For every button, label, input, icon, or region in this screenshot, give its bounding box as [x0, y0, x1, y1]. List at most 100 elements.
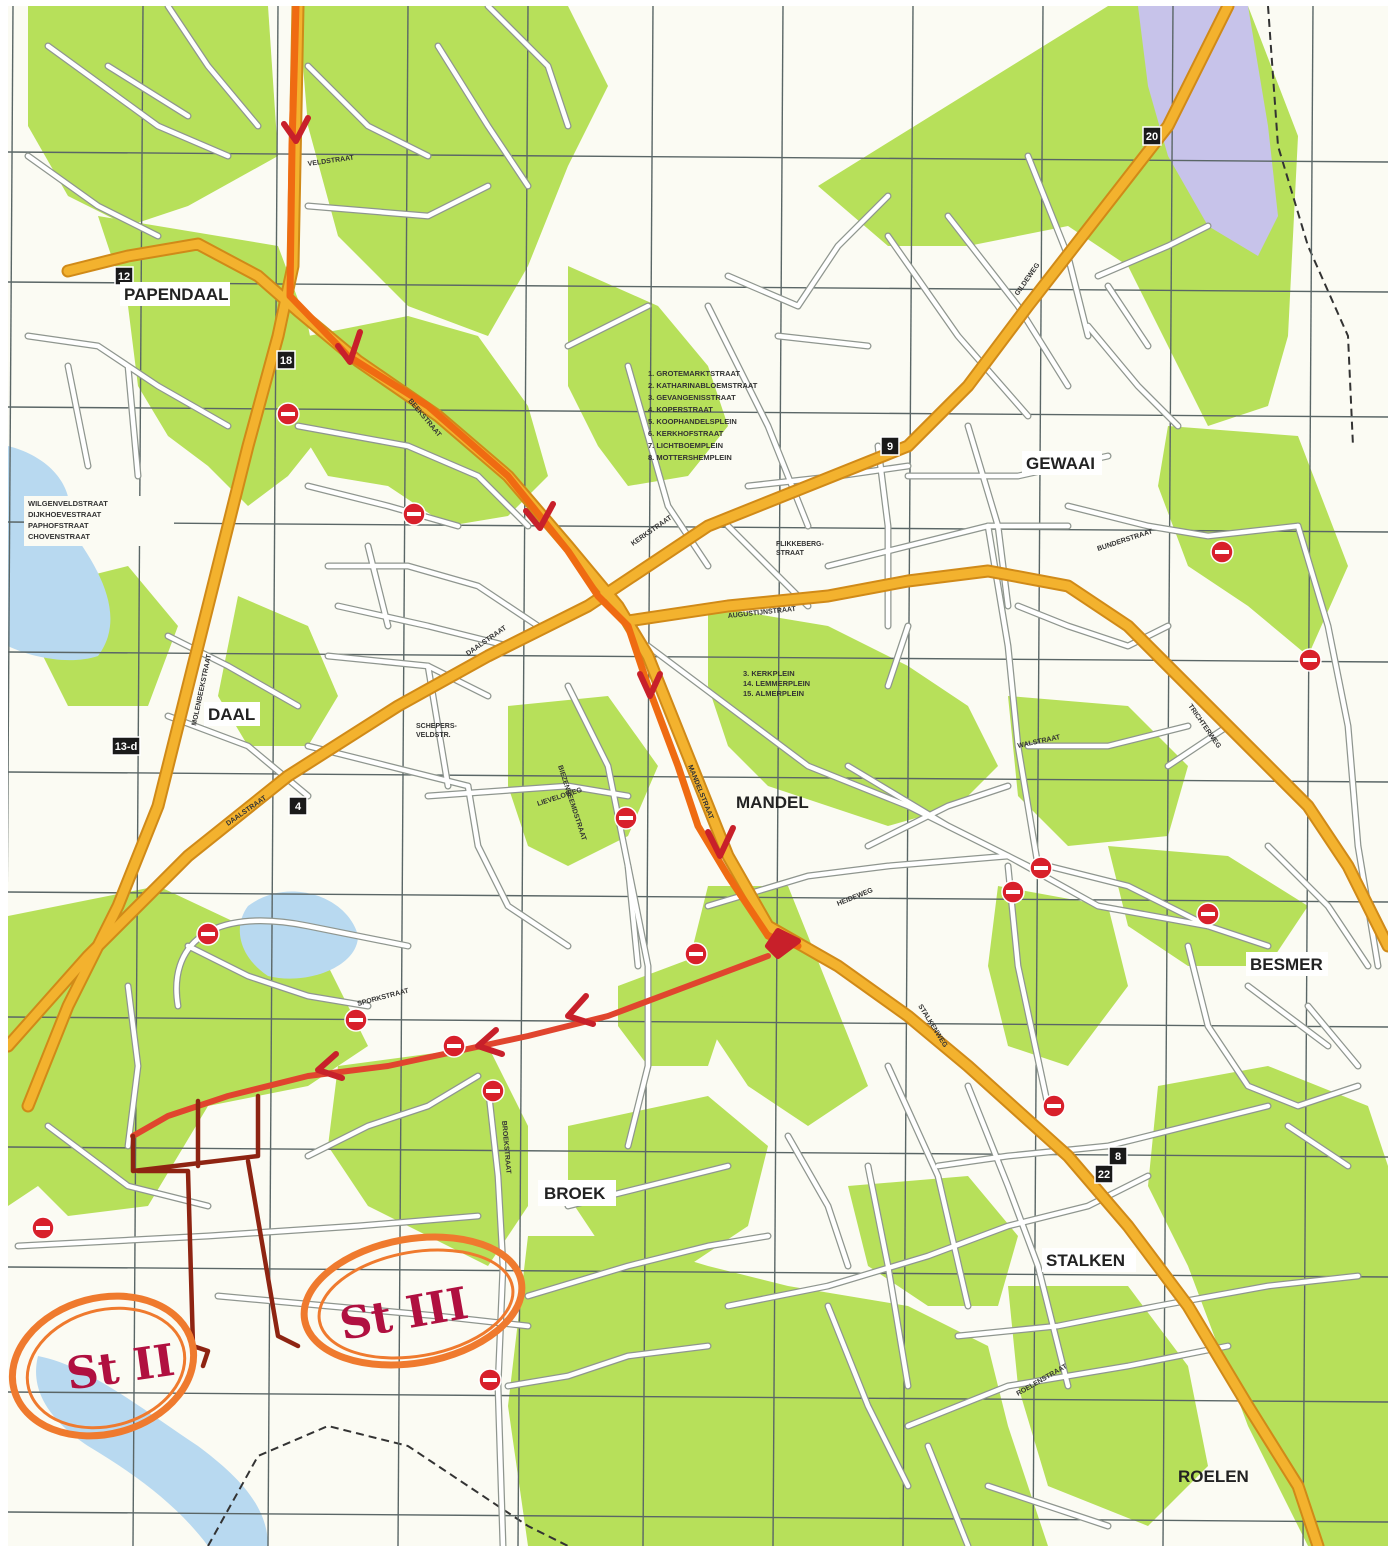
no-entry-sign-icon [481, 1079, 505, 1103]
grid-line-v [8, 6, 14, 884]
no-entry-sign-icon [1298, 648, 1322, 672]
circle-st-iii-inner [317, 1248, 515, 1360]
no-entry-sign-icon [614, 806, 638, 830]
grid-line-h [8, 281, 1388, 293]
circle-st-ii-inner [25, 1306, 187, 1430]
area-label-daal: DAAL [208, 705, 255, 724]
legend-entry: PAPHOFSTRAAT [28, 521, 89, 530]
street [125, 983, 141, 1149]
street [305, 63, 491, 219]
street [565, 303, 651, 349]
legend-entry: 6. KERKHOFSTRAAT [648, 429, 724, 438]
street [485, 1083, 506, 1546]
route-number-text: 4 [295, 801, 302, 813]
plate-daal [204, 702, 260, 726]
area-label-papendaal: PAPENDAAL [124, 285, 229, 304]
area-label-broek: BROEK [544, 1184, 606, 1203]
grid-line-v [1032, 6, 1044, 1546]
route-brown-branches [130, 1093, 301, 1369]
legend-entry: 3. GEVANGENISSTRAAT [648, 393, 736, 402]
no-entry-sign-icon [442, 1034, 466, 1058]
grid-line-h [8, 1146, 1388, 1158]
grid-line-v [1302, 6, 1314, 1546]
no-entry-sign-icon [276, 402, 300, 426]
legend-entry: 7. LICHTBOEMPLEIN [648, 441, 723, 450]
legend-entry: 5. KOOPHANDELSPLEIN [648, 417, 737, 426]
street [725, 1173, 1151, 1309]
street [295, 423, 531, 529]
street [15, 1213, 481, 1249]
main-road [8, 6, 1233, 1051]
plate-broek [538, 1180, 616, 1206]
no-entry-sign-icon [402, 502, 426, 526]
area-label-roelen: ROELEN [1178, 1467, 1249, 1486]
street [825, 503, 1301, 569]
area-label-mandel: MANDEL [736, 793, 809, 812]
route-number-text: 12 [118, 271, 130, 283]
street [645, 643, 1211, 929]
no-entry-signs [31, 402, 1322, 1392]
no-entry-sign-icon [1196, 902, 1220, 926]
route-number-plate: 9 [880, 436, 900, 456]
street [875, 443, 911, 689]
legend-entry: DIJKHOEVESTRAAT [28, 510, 102, 519]
grid-line-v [1162, 6, 1174, 1546]
route-orange-segment [286, 6, 802, 950]
street [505, 1233, 771, 1389]
plate-gewaai [1022, 451, 1102, 475]
area-label-gewaai: GEWAAI [1026, 454, 1095, 473]
no-entry-sign-icon [684, 942, 708, 966]
no-entry-sign-icon [1029, 856, 1053, 880]
grid-line-h [8, 151, 1388, 163]
legend-entry: 15. ALMERPLEIN [743, 689, 804, 698]
route-number-plate: 12 [114, 266, 134, 286]
street [305, 1073, 481, 1159]
grid-line-v [772, 6, 784, 1546]
route-number-text: 8 [1115, 1151, 1121, 1163]
grid-line-h [8, 1391, 1388, 1403]
route-number-plate: 20 [1142, 126, 1162, 146]
route-number-plate: 18 [276, 350, 296, 370]
legend-entry: 8. MOTTERSHEMPLEIN [648, 453, 732, 462]
legend-entry: 2. KATHARINABLOEMSTRAAT [648, 381, 758, 390]
street [1285, 1003, 1361, 1169]
area-labels: PAPENDAAL DAAL GEWAAI MANDEL BESMER BROE… [120, 282, 1328, 1486]
circle-st-iii [300, 1233, 526, 1369]
street [435, 6, 571, 189]
route-number-text: 9 [887, 441, 893, 453]
street [725, 193, 891, 349]
street [885, 1063, 971, 1309]
grid-line-v [902, 6, 914, 1546]
no-entry-sign-icon [31, 1216, 55, 1240]
route-number-plate: 8 [1108, 1146, 1128, 1166]
plate-papendaal [120, 282, 230, 306]
route-number-text: 13-d [115, 741, 138, 753]
grid-line-v [397, 6, 409, 1546]
street [1245, 843, 1371, 1049]
street [925, 1443, 1111, 1546]
main-roads [8, 6, 1388, 1546]
no-entry-sign-icon [1042, 1094, 1066, 1118]
street [955, 1273, 1361, 1339]
street [1025, 723, 1231, 769]
route-number-plate: 13-d [111, 736, 141, 756]
street-label-schepersveld: SCHEPERS-VELDSTR. [416, 723, 458, 739]
no-entry-sign-icon [344, 1008, 368, 1032]
legend-entry: 14. LEMMERPLEIN [743, 679, 810, 688]
street [465, 783, 571, 949]
route-number-text: 18 [280, 355, 292, 367]
legend-entry: WILGENVELDSTRAAT [28, 499, 108, 508]
street-network [14, 6, 1382, 1546]
street [25, 43, 231, 239]
street [45, 1123, 211, 1209]
street-label-broekstraat: BROEKSTRAAT [500, 1121, 512, 1175]
street [1185, 943, 1361, 1109]
no-entry-sign-icon [196, 922, 220, 946]
marked-route [130, 6, 802, 1369]
legend-left: WILGENVELDSTRAAT DIJKHOEVESTRAAT PAPHOFSTR… [24, 496, 174, 546]
